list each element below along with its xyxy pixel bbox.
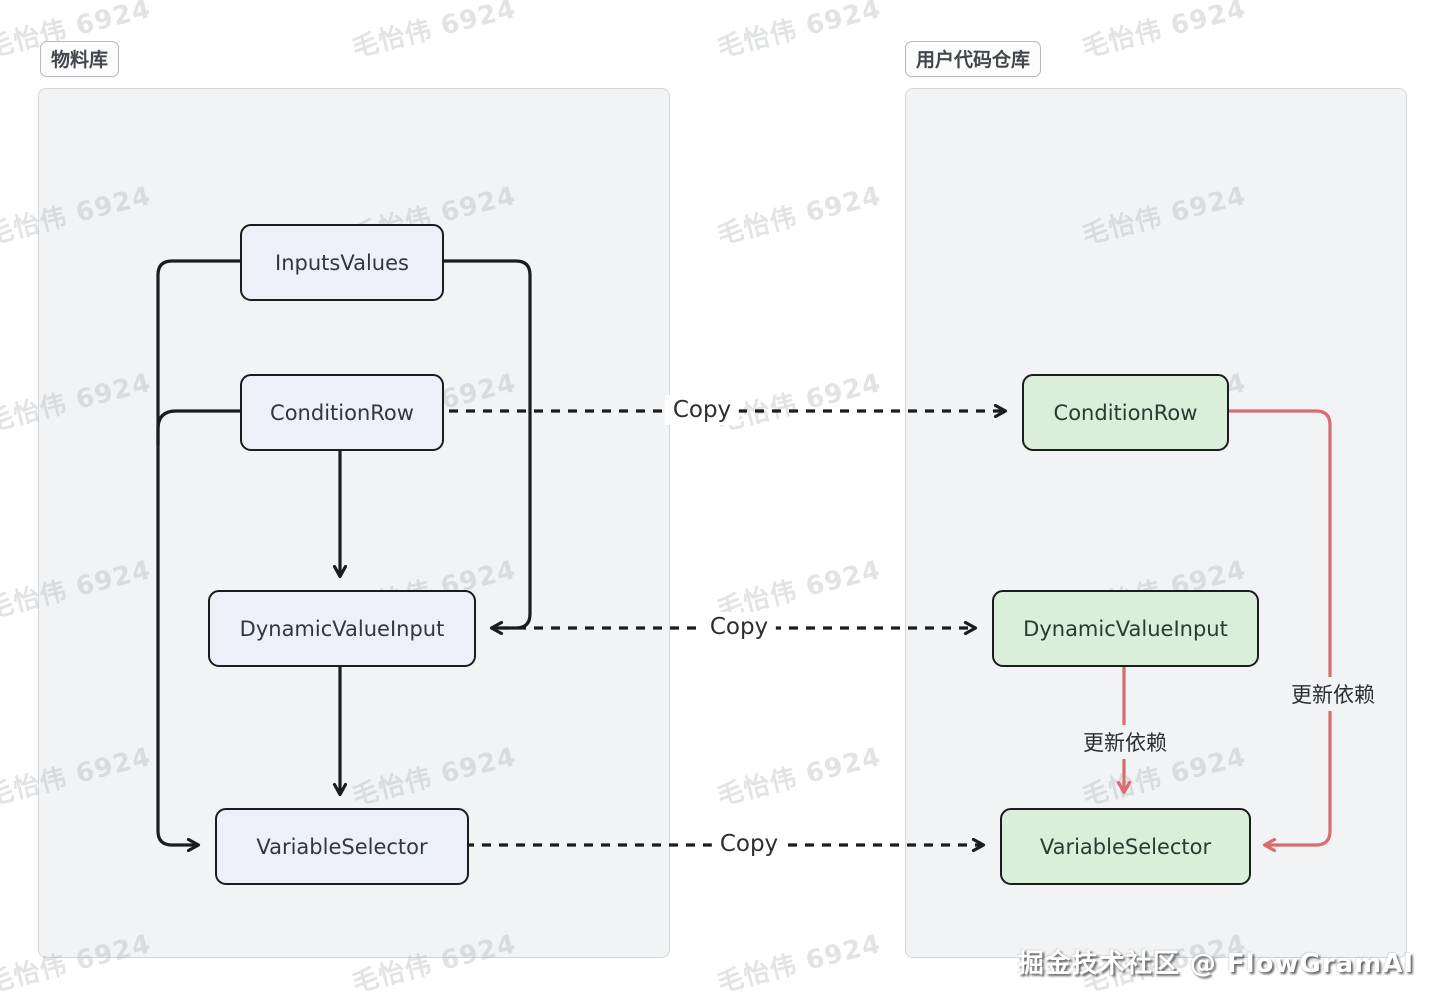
watermark-text: 毛怡伟 6924 [1079,0,1250,64]
badge-material-library: 物料库 [40,41,120,77]
badge-user-code-repo: 用户代码仓库 [905,41,1042,77]
node-inputs-values: InputsValues [240,224,444,301]
node-dynamic-value-input-left: DynamicValueInput [208,590,476,667]
node-dynamic-value-input-right: DynamicValueInput [992,590,1259,667]
update-dependency-label-right: 更新依赖 [1283,677,1383,711]
node-condition-row-left: ConditionRow [240,374,444,451]
node-condition-row-right: ConditionRow [1022,374,1229,451]
copy-label-variableselector: Copy [711,829,787,859]
watermark-text: 毛怡伟 6924 [714,181,885,251]
copy-label-dynamicvalueinput: Copy [701,612,777,642]
watermark-text: 毛怡伟 6924 [714,929,885,999]
copy-label-conditionrow: Copy [664,395,740,425]
update-dependency-label-middle: 更新依赖 [1075,725,1175,759]
watermark-text: 毛怡伟 6924 [714,742,885,812]
watermark-text: 毛怡伟 6924 [349,0,520,64]
node-variable-selector-left: VariableSelector [215,808,469,885]
node-variable-selector-right: VariableSelector [1000,808,1251,885]
watermark-text: 毛怡伟 6924 [714,0,885,64]
footer-credit: 掘金技术社区 @ FlowGramAI [1017,949,1414,979]
